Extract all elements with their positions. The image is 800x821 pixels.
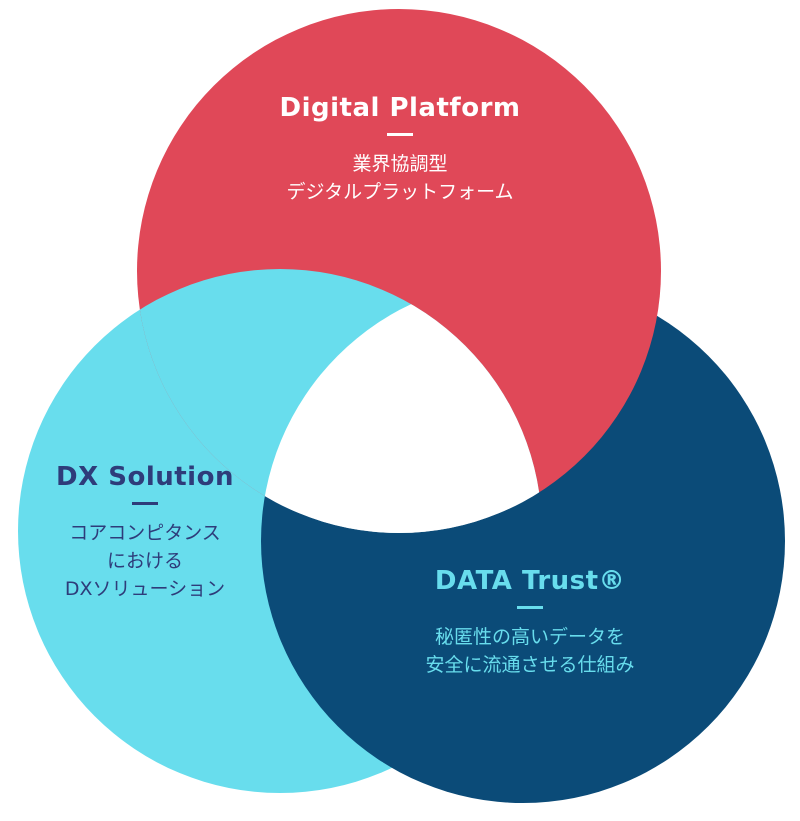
digital-platform-desc-line2: デジタルプラットフォーム [286,181,514,203]
center-overlap [261,279,542,533]
dx-solution-label: DX Solution コアコンピタンス における DXソリューション [30,462,260,603]
data-trust-desc-line2: 安全に流通させる仕組み [425,654,635,676]
data-trust-divider [517,606,543,609]
dx-solution-desc-line2: における [106,550,183,572]
dx-solution-title: DX Solution [56,462,234,492]
data-trust-desc-line1: 秘匿性の高いデータを [434,626,625,648]
digital-platform-desc-line1: 業界協調型 [352,153,448,175]
dx-solution-divider [132,502,158,505]
dx-solution-desc-line1: コアコンピタンス [69,522,221,544]
data-trust-title: DATA Trust® [434,566,626,596]
digital-platform-title: Digital Platform [279,93,521,123]
data-trust-label: DATA Trust® 秘匿性の高いデータを 安全に流通させる仕組み [385,566,675,679]
digital-platform-divider [387,133,413,136]
dx-solution-desc-line3: DXソリューション [64,578,226,600]
digital-platform-label: Digital Platform 業界協調型 デジタルプラットフォーム [248,93,552,206]
